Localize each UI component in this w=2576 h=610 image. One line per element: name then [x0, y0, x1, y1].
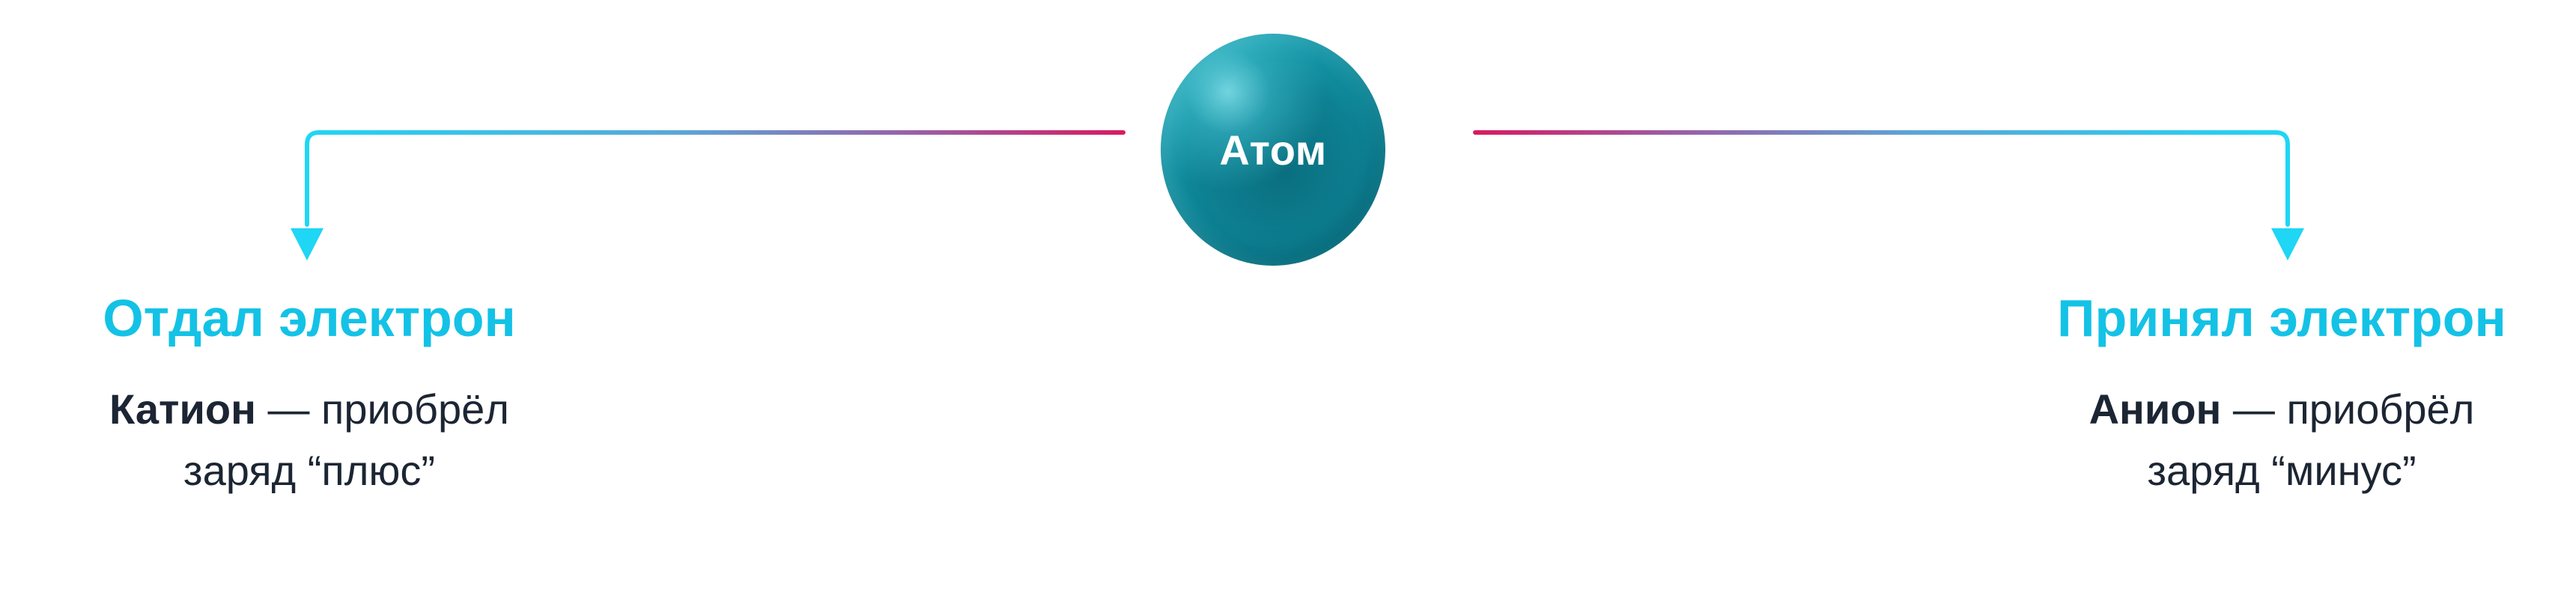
anion-term: Анион — [2089, 385, 2222, 433]
right-branch: Принял электрон Анион — приобрёл заряд “… — [1990, 292, 2574, 501]
left-branch: Отдал электрон Катион — приобрёл заряд “… — [17, 292, 601, 501]
atom-node: Атом — [1161, 34, 1385, 266]
right-desc-rest: — приобрёл — [2221, 385, 2475, 433]
right-branch-description: Анион — приобрёл заряд “минус” — [1990, 379, 2574, 501]
left-desc-rest: — приобрёл — [255, 385, 509, 433]
left-branch-title: Отдал электрон — [103, 289, 516, 347]
atom-label: Атом — [1219, 126, 1327, 174]
left-connector-line — [305, 130, 1126, 227]
cation-term: Катион — [109, 385, 256, 433]
right-branch-title: Принял электрон — [2057, 289, 2506, 347]
left-desc-line-1: Катион — приобрёл — [17, 379, 601, 440]
right-desc-line-1: Анион — приобрёл — [1990, 379, 2574, 440]
left-desc-line-2: заряд “плюс” — [183, 447, 436, 494]
left-branch-description: Катион — приобрёл заряд “плюс” — [17, 379, 601, 501]
left-arrow-head — [291, 228, 323, 260]
right-arrow-head — [2271, 228, 2304, 260]
right-connector-line — [1473, 130, 2290, 227]
right-desc-line-2: заряд “минус” — [2147, 447, 2416, 494]
